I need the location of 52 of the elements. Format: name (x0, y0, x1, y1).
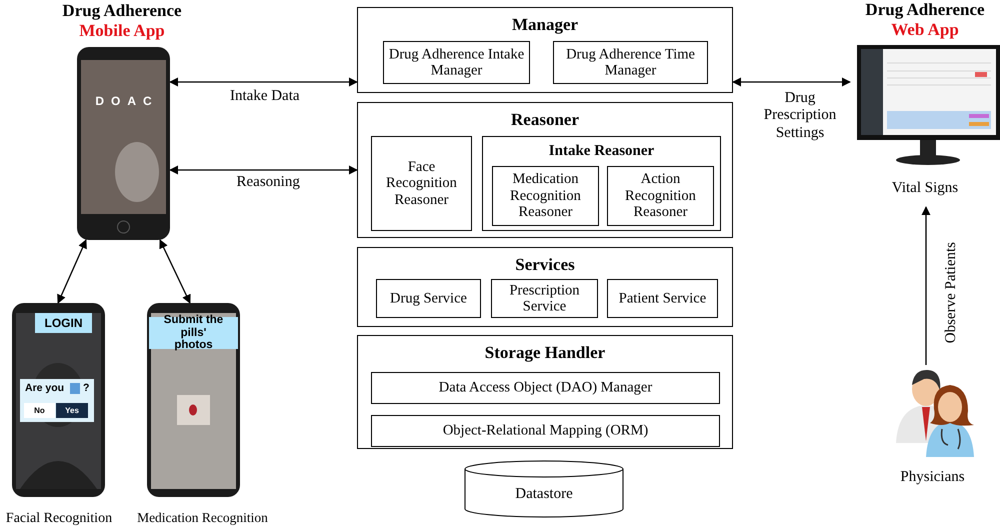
app-title: Drug Adherence (61, 1, 183, 21)
layer-panel (357, 247, 733, 327)
app-title: Drug Adherence (864, 0, 986, 20)
arrow (169, 77, 358, 87)
component-box (491, 279, 598, 318)
layer-title: Services (514, 255, 576, 275)
layer-title: Storage Handler (484, 343, 606, 363)
prompt-text: ? (83, 382, 90, 394)
component-box (371, 415, 720, 447)
layer-panel (357, 7, 733, 93)
arrow (57, 239, 87, 304)
node-label: Vital Signs (890, 180, 960, 198)
component-label: Face Recognition Reasoner (385, 158, 458, 208)
layer-panel (357, 335, 733, 449)
node-label: Medication Recognition (136, 510, 269, 526)
component-box (492, 166, 599, 226)
edge-label: Reasoning (236, 174, 300, 191)
datastore-label: Datastore (514, 486, 574, 504)
login-banner: LOGIN (35, 313, 92, 333)
component-label: Object-Relational Mapping (ORM) (442, 422, 650, 440)
component-label: Data Access Object (DAO) Manager (438, 380, 654, 396)
layer-title: Intake Reasoner (548, 143, 656, 160)
component-label: Drug Adherence Intake Manager (388, 46, 526, 80)
no-button: No (24, 403, 55, 418)
component-label: Patient Service (618, 290, 708, 307)
component-box (607, 166, 714, 226)
arrow (732, 77, 851, 87)
instruction-banner: Submit the pills' photos (149, 317, 238, 349)
component-label: Medication Recognition Reasoner (509, 171, 582, 221)
component-label: Action Recognition Reasoner (624, 171, 697, 221)
component-box (553, 41, 708, 84)
app-title: Mobile App (78, 21, 166, 41)
component-box (371, 136, 472, 231)
screen-title: DOAC (94, 95, 160, 109)
node-label: Physicians (899, 469, 966, 486)
arrow (169, 165, 358, 175)
arrow (159, 239, 191, 304)
app-title: Web App (890, 20, 960, 40)
component-box (607, 279, 718, 318)
component-label: Prescription Service (508, 282, 581, 316)
layer-title: Manager (510, 15, 580, 35)
layer-panel (482, 136, 721, 231)
layer-title: Reasoner (510, 110, 580, 130)
component-label: Drug Adherence Time Manager (565, 46, 696, 80)
node-label: Facial Recognition (4, 511, 114, 528)
component-label: Drug Service (389, 290, 468, 307)
yes-button: Yes (56, 403, 88, 418)
arrow (921, 206, 931, 365)
layer-panel (357, 102, 733, 238)
component-box (376, 279, 481, 318)
prompt-text: Are you (25, 382, 64, 394)
component-box (371, 372, 720, 404)
